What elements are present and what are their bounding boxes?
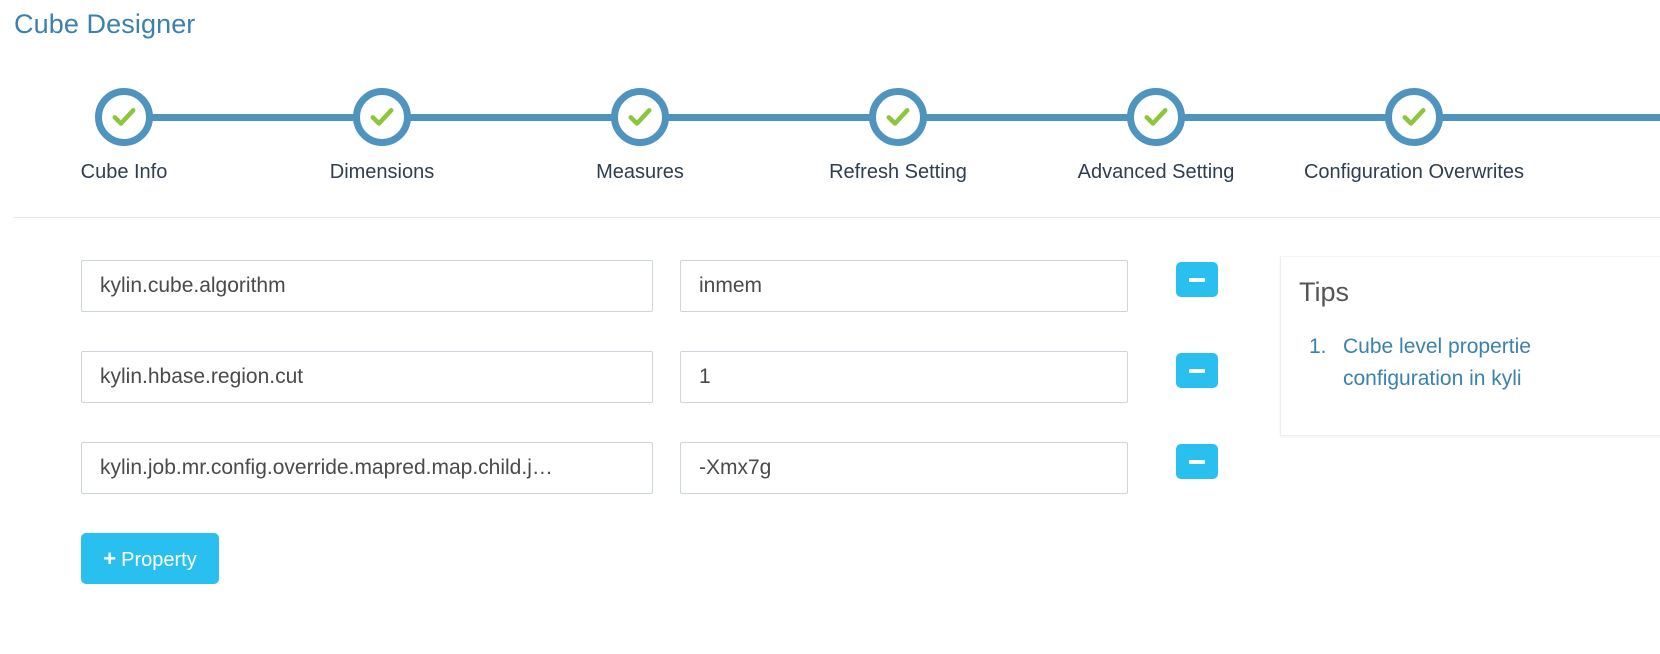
check-icon	[370, 108, 394, 126]
minus-icon	[1189, 459, 1205, 464]
check-icon	[886, 108, 910, 126]
minus-icon	[1189, 277, 1205, 282]
stepper-step-5[interactable]: Configuration Overwrites	[1284, 70, 1544, 185]
tips-title: Tips	[1299, 277, 1350, 307]
remove-property-button[interactable]	[1176, 353, 1218, 388]
check-icon	[112, 108, 136, 126]
stepper-step-label: Configuration Overwrites	[1303, 161, 1525, 183]
step-circle[interactable]	[1127, 88, 1185, 146]
add-property-button[interactable]: +Property	[81, 533, 219, 584]
tips-panel: Tips 1. Cube level propertie configuration…	[1280, 256, 1660, 436]
step-circle[interactable]	[611, 88, 669, 146]
property-value-input[interactable]	[680, 260, 1128, 312]
section-divider	[14, 217, 1660, 218]
stepper-step-label: Advanced Setting	[1077, 161, 1235, 183]
minus-icon	[1189, 368, 1205, 373]
config-overwrites-list	[0, 240, 1660, 513]
step-circle[interactable]	[1385, 88, 1443, 146]
step-circle[interactable]	[353, 88, 411, 146]
plus-icon: +	[103, 546, 117, 571]
stepper-step-4[interactable]: Advanced Setting	[1026, 70, 1286, 185]
stepper-step-0[interactable]: Cube Info	[0, 70, 254, 185]
tips-item: 1. Cube level propertie	[1309, 331, 1660, 363]
property-value-input[interactable]	[680, 442, 1128, 494]
stepper-step-3[interactable]: Refresh Setting	[768, 70, 1028, 185]
check-icon	[628, 108, 652, 126]
property-key-input[interactable]	[81, 260, 653, 312]
tips-item-text: configuration in kyli	[1343, 367, 1522, 390]
tips-item-number: 1.	[1309, 335, 1327, 358]
check-icon	[1144, 108, 1168, 126]
tips-item-text: Cube level propertie	[1343, 335, 1531, 358]
property-row	[0, 422, 1660, 513]
stepper-step-2[interactable]: Measures	[510, 70, 770, 185]
remove-property-button[interactable]	[1176, 262, 1218, 297]
stepper-step-label: Cube Info	[80, 161, 168, 183]
property-key-input[interactable]	[81, 351, 653, 403]
stepper-step-label: Dimensions	[329, 161, 435, 183]
property-row	[0, 331, 1660, 422]
tips-list: 1. Cube level propertie configuration in k…	[1281, 331, 1660, 395]
stepper-step-label: Measures	[596, 161, 684, 183]
step-circle[interactable]	[869, 88, 927, 146]
page-title: Cube Designer	[14, 9, 196, 39]
property-key-input[interactable]	[81, 442, 653, 494]
property-value-input[interactable]	[680, 351, 1128, 403]
stepper-step-1[interactable]: Dimensions	[252, 70, 512, 185]
wizard-stepper: Cube Info Dimensions Measures Refresh Setti…	[0, 70, 1660, 195]
step-circle[interactable]	[95, 88, 153, 146]
add-property-label: Property	[121, 549, 197, 571]
stepper-step-label: Refresh Setting	[829, 161, 967, 183]
remove-property-button[interactable]	[1176, 444, 1218, 479]
check-icon	[1402, 108, 1426, 126]
property-row	[0, 240, 1660, 331]
tips-item: configuration in kyli	[1343, 363, 1660, 395]
